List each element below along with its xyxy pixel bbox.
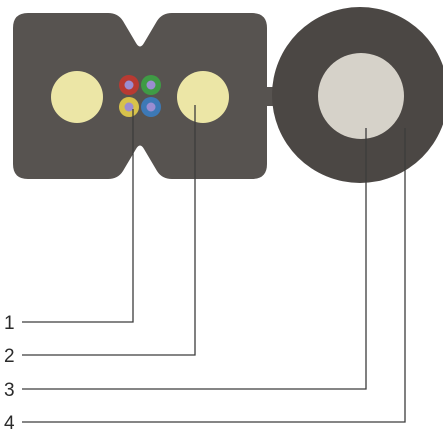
strength-member-right xyxy=(177,71,229,123)
fiber-core-blue xyxy=(146,102,156,112)
leader-lines xyxy=(22,105,406,423)
flat-cable-jacket xyxy=(13,13,267,179)
leader-line-1 xyxy=(22,109,134,323)
fiber-core-green xyxy=(146,80,156,90)
optical-fiber-group xyxy=(119,75,161,117)
messenger-strength-core xyxy=(318,53,404,139)
leader-line-2 xyxy=(22,105,196,356)
leader-line-3 xyxy=(22,128,367,390)
leader-line-4 xyxy=(22,128,406,423)
strength-member-left xyxy=(51,71,103,123)
callout-label-1: 1 xyxy=(4,313,15,334)
callout-label-2: 2 xyxy=(4,346,15,367)
callout-label-3: 3 xyxy=(4,380,15,401)
callout-label-4: 4 xyxy=(4,413,15,434)
fiber-core-red xyxy=(124,80,134,90)
callout-labels: 1 2 3 4 xyxy=(4,313,15,434)
fiber-core-yellow xyxy=(124,102,134,112)
